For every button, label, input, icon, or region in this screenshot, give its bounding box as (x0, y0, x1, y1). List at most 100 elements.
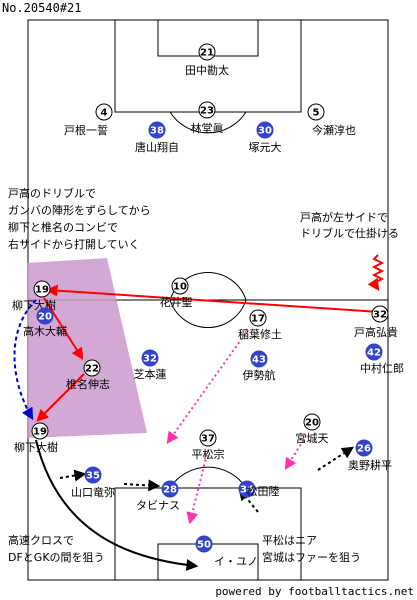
run-dotted-20 (284, 435, 307, 471)
away-player-50-10: 50イ・ユノ (195, 535, 258, 568)
player-marker (249, 309, 267, 327)
player-marker (250, 350, 268, 368)
highlight-zone (27, 258, 147, 438)
run-dotted-17 (166, 329, 249, 444)
away-run-35 (59, 469, 87, 482)
player-marker (256, 121, 274, 139)
player-name: 平松宗 (192, 447, 225, 461)
player-marker (198, 43, 216, 61)
home-player-4-1: 4 戸根一誓 (64, 103, 113, 137)
home-player-5-3: 5 今瀬淳也 (307, 103, 356, 137)
svg-text:柳下と椎名のコンビで: 柳下と椎名のコンビで (8, 220, 118, 234)
player-name: 椎名伸志 (66, 377, 110, 391)
svg-text:高速クロスで: 高速クロスで (8, 533, 74, 547)
player-marker (148, 121, 166, 139)
notes: 戸高のドリブルで ガンバの陣形をずらしてから 柳下と椎名のコンビで 右サイドから… (8, 186, 399, 564)
player-number: 20 (38, 312, 52, 323)
player-marker (161, 480, 179, 498)
player-name: 今瀬淳也 (312, 123, 356, 137)
note-bottom-left-1: 高速クロスで (8, 533, 74, 547)
players: 21田中勘太4戸根一誓23林堂眞5今瀬淳也10花井聖17稲葉修土32戸高弘貴20… (12, 43, 404, 568)
player-name: 唐山翔自 (135, 140, 179, 154)
away-player-43-4: 43 伊勢航 (243, 350, 276, 382)
player-number: 21 (200, 48, 214, 59)
player-name: 林堂眞 (191, 121, 224, 135)
player-marker (171, 277, 189, 295)
note-right-1: 戸高が左サイドで (300, 210, 388, 224)
player-marker (198, 101, 216, 119)
player-name: 中村仁郎 (360, 361, 404, 375)
svg-text:戸高が左サイドで: 戸高が左サイドで (300, 210, 388, 224)
player-marker (355, 439, 373, 457)
note-right-2: ドリブルで仕掛ける (300, 226, 399, 240)
home-player-32-6: 32 戸高弘貴 (354, 305, 398, 339)
player-name: 伊勢航 (243, 368, 276, 382)
away-player-32-3: 32 芝本蓮 (134, 349, 167, 381)
center-circle-bottom (169, 299, 247, 329)
player-name: 芝本蓮 (134, 367, 167, 381)
player-marker (31, 422, 49, 440)
top-penalty-arc (169, 111, 247, 134)
note-left-1: 戸高のドリブルで (8, 186, 96, 200)
player-marker (195, 535, 213, 553)
pass-arrow-22-to-19 (36, 373, 85, 422)
note-left-3: 柳下と椎名のコンビで (8, 220, 118, 234)
bottom-penalty-arc (169, 466, 247, 489)
player-name: 田中勘太 (185, 64, 229, 77)
player-number: 32 (373, 310, 387, 321)
svg-text:右サイドから打開していく: 右サイドから打開していく (8, 237, 140, 251)
player-name: 山口竜弥 (71, 485, 115, 499)
player-marker (238, 480, 256, 498)
player-number: 43 (252, 355, 266, 366)
player-marker (371, 305, 389, 323)
note-bottom-right-2: 宮城はファーを狙う (262, 550, 361, 564)
credit-text: powered by footballtactics.net (215, 585, 414, 598)
player-number: 42 (367, 348, 381, 359)
player-marker (141, 349, 159, 367)
arrows (13, 254, 385, 571)
note-bottom-right-1: 平松はニア (262, 533, 317, 547)
player-number: 19 (35, 285, 49, 296)
player-marker (36, 307, 54, 325)
player-name: 松田陸 (247, 484, 280, 498)
player-marker (199, 429, 217, 447)
note-left-4: 右サイドから打開していく (8, 237, 140, 251)
player-number: 4 (101, 108, 108, 119)
player-name: 戸根一誓 (64, 123, 108, 137)
away-player-35-6: 35 山口竜弥 (71, 466, 115, 499)
player-number: 35 (86, 471, 100, 482)
player-name: イ・ユノ (214, 555, 258, 568)
away-run-36 (238, 488, 259, 513)
player-marker (365, 343, 383, 361)
away-run-26 (317, 446, 355, 471)
player-marker (83, 359, 101, 377)
player-number: 5 (313, 108, 320, 119)
dribble-wavy-arrow (367, 254, 385, 291)
diagram-title: No.20540#21 (2, 1, 82, 15)
svg-text:平松はニア: 平松はニア (262, 533, 317, 547)
player-name: 奥野耕平 (348, 458, 392, 472)
home-player-23-2: 23 林堂眞 (191, 101, 224, 135)
player-name: 戸高弘貴 (354, 325, 398, 339)
player-number: 22 (85, 364, 99, 375)
player-number: 32 (143, 354, 157, 365)
player-name: 宮城天 (296, 431, 329, 445)
svg-text:宮城はファーを狙う: 宮城はファーを狙う (262, 550, 361, 564)
player-number: 23 (200, 106, 214, 117)
player-number: 30 (258, 126, 272, 137)
run-dotted-37 (186, 449, 209, 525)
player-number: 36 (240, 485, 254, 496)
player-marker (303, 413, 321, 431)
